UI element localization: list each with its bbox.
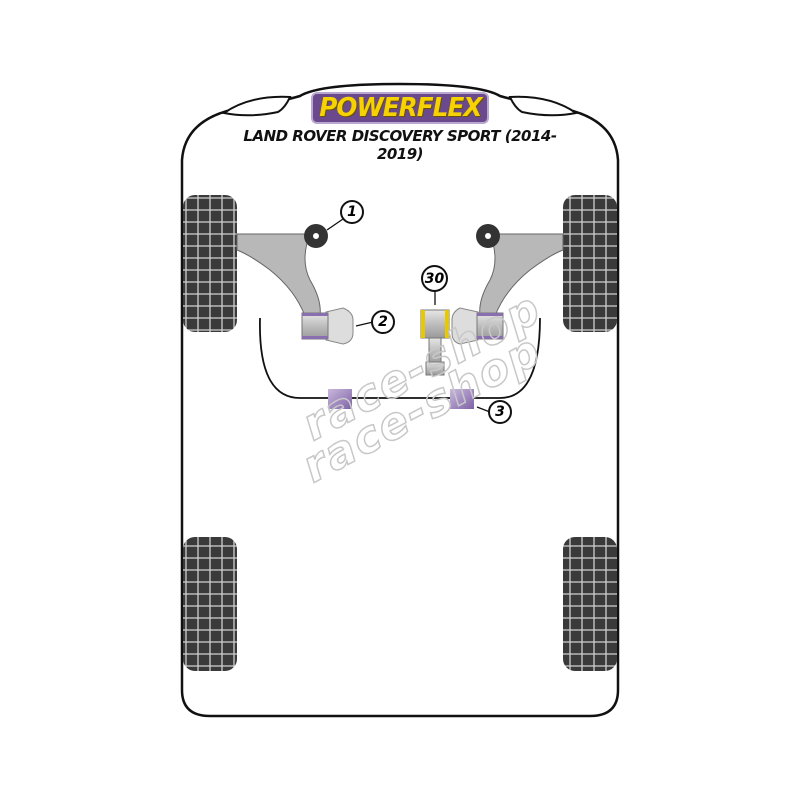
left-headlight	[221, 95, 292, 117]
rear-left-tyre	[183, 537, 237, 671]
callout-30[interactable]: 30	[421, 265, 448, 292]
bush-hole	[485, 233, 491, 239]
left-rear-bush	[301, 312, 329, 340]
callout-2[interactable]: 2	[371, 310, 395, 334]
front-right-tyre	[563, 195, 617, 332]
right-headlight	[508, 95, 579, 117]
callout-leaders	[326, 218, 491, 413]
left-arb-bush	[328, 389, 352, 409]
right-bracket	[451, 307, 479, 345]
bush-hole	[313, 233, 319, 239]
bush-liner	[302, 336, 328, 339]
callout-1[interactable]: 1	[340, 200, 364, 224]
bush-liner	[477, 336, 503, 339]
front-left-tyre	[183, 195, 237, 332]
mount-liner	[421, 310, 425, 338]
logo-text: POWERFLEX	[318, 93, 482, 123]
callout-3[interactable]: 3	[488, 400, 512, 424]
bush-liner	[477, 313, 503, 316]
bush-liner	[302, 313, 328, 316]
right-rear-bush	[476, 312, 504, 340]
rear-right-tyre	[563, 537, 617, 671]
mount-liner	[445, 310, 449, 338]
right-arb-bush	[450, 389, 474, 409]
vehicle-title: LAND ROVER DISCOVERY SPORT (2014-2019)	[243, 127, 557, 163]
powerflex-logo: POWERFLEX	[311, 92, 489, 124]
engine-mount-foot	[425, 361, 445, 376]
left-bracket	[325, 307, 354, 345]
anti-roll-bar	[259, 317, 541, 399]
